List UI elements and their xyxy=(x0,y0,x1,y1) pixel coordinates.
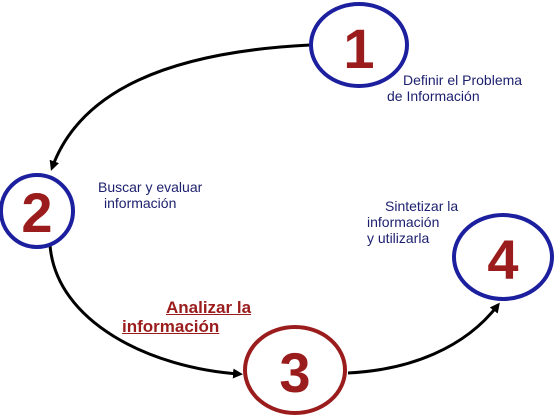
step-2-number: 2 xyxy=(21,181,52,244)
step-4-node: 4 xyxy=(452,213,554,301)
step-2-circle xyxy=(0,173,75,249)
step-4-label-line-2: información xyxy=(367,214,440,230)
step-3-label-line-2: información xyxy=(122,317,220,336)
step-3-number: 3 xyxy=(279,341,310,404)
step-3-node: 3 xyxy=(243,325,347,415)
step-4-label-line-3: y utilizarla xyxy=(367,230,430,246)
step-3-label-line-1: Analizar la xyxy=(166,298,252,317)
step-1-label-line-2: de Información xyxy=(387,88,480,104)
step-1-circle xyxy=(309,2,409,88)
step-3-circle xyxy=(243,325,347,415)
step-2-label-line-2: información xyxy=(104,195,177,211)
arrow-3-to-4 xyxy=(347,302,500,375)
step-3-label: Analizar la información xyxy=(122,298,251,336)
arrow-2-to-3 xyxy=(48,244,243,379)
arrow-1-to-2 xyxy=(49,43,311,171)
step-4-label: Sintetizar la información y utilizarla xyxy=(367,198,458,246)
step-4-number: 4 xyxy=(487,228,518,291)
step-4-label-line-1: Sintetizar la xyxy=(385,198,459,214)
step-1-label-line-1: Definir el Problema xyxy=(403,72,523,88)
step-1-node: 1 xyxy=(309,2,409,88)
step-4-circle xyxy=(452,213,554,301)
step-2-node: 2 xyxy=(0,173,75,249)
step-1-label: Definir el Problema de Información xyxy=(387,72,523,104)
step-2-label-line-1: Buscar y evaluar xyxy=(98,179,203,195)
step-2-label: Buscar y evaluar información xyxy=(98,179,202,211)
step-1-number: 1 xyxy=(343,17,374,80)
